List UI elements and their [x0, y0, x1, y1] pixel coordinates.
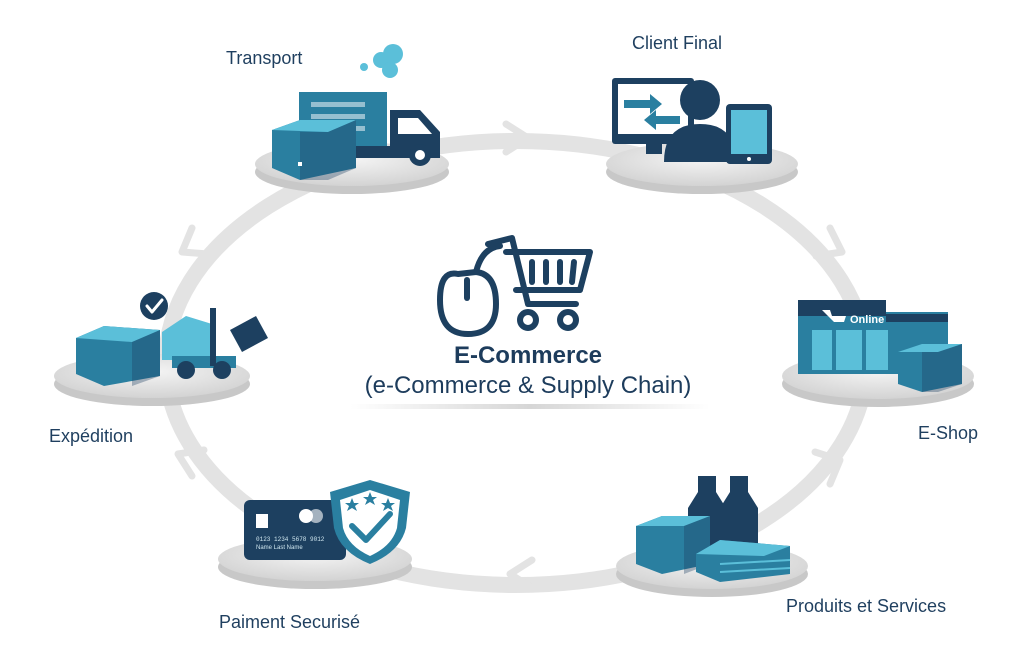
arrow-left-upper [178, 224, 212, 258]
label-expedition: Expédition [49, 426, 134, 446]
credit-card-icon [244, 500, 346, 560]
cart-mouse-icon [437, 235, 593, 337]
arrow-top [502, 120, 532, 156]
arrow-bottom [506, 556, 536, 592]
arrow-right-lower [811, 448, 844, 488]
card-name-text: Name Last Name [256, 545, 303, 551]
online-badge-text: Online [850, 314, 885, 326]
center-shadow [350, 404, 710, 409]
label-produits: Produits et Services [786, 596, 947, 616]
client-computer-icon [612, 78, 772, 164]
products-icon [636, 476, 791, 582]
center-title: E-Commerce [453, 342, 603, 369]
label-client-final: Client Final [632, 33, 723, 53]
online-shop-icon [798, 300, 962, 392]
truck-icon [272, 44, 440, 180]
card-number-text: 0123 1234 5678 9012 [256, 536, 325, 543]
center-subtitle: (e-Commerce & Supply Chain) [364, 372, 692, 399]
forklift-icon [76, 292, 268, 386]
label-paiement: Paiment Securisé [219, 612, 361, 632]
arrow-left-lower [174, 446, 208, 480]
cycle-arrows [174, 120, 846, 592]
arrow-right-upper [812, 224, 846, 260]
label-eshop: E-Shop [918, 423, 979, 443]
shield-check-icon [330, 480, 410, 564]
label-transport: Transport [226, 48, 303, 68]
